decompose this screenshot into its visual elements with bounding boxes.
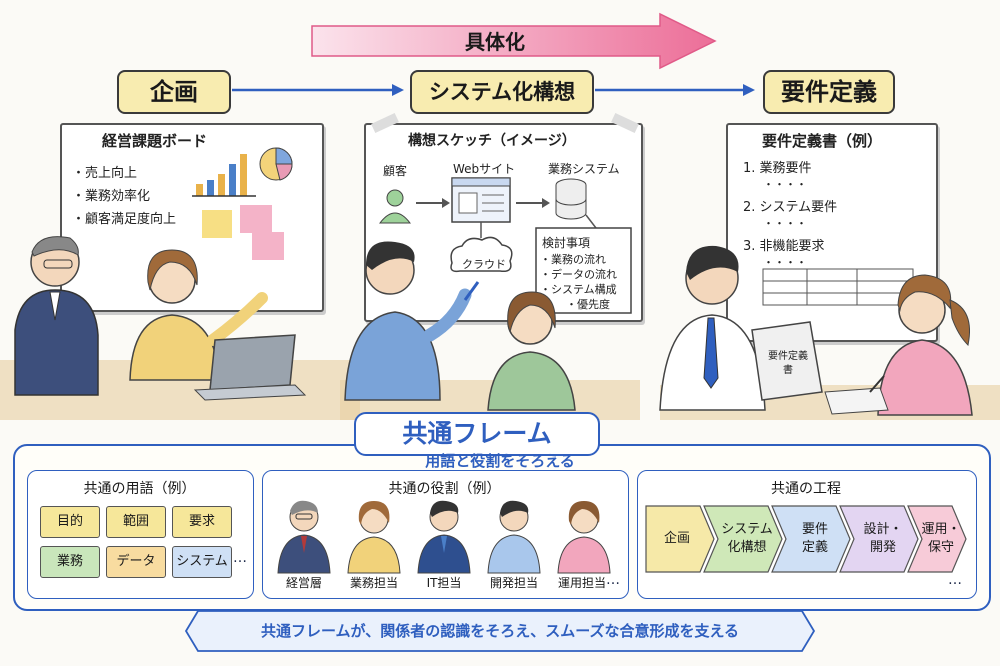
stage-system-concept: システム化構想 (410, 70, 594, 114)
roles-panel-title: 共通の役割（例） (388, 481, 501, 497)
board1-bullet-1: ・売上向上 (72, 166, 138, 181)
board2-title: 構想スケッチ（イメージ） (408, 133, 576, 149)
cloud-label: クラウド (462, 258, 506, 271)
common-frame-subtitle: 用語と役割をそろえる (425, 452, 575, 470)
stage-arrows (232, 84, 755, 96)
process-panel-title: 共通の工程 (771, 481, 841, 497)
review-item-1: ・業務の流れ (540, 253, 606, 266)
bar-chart-sketch (192, 154, 256, 197)
terms-more: … (233, 550, 247, 566)
req-item-3: 3. 非機能要求 (743, 239, 825, 254)
board3-title: 要件定義書（例） (762, 132, 883, 150)
process-more: … (948, 572, 962, 588)
review-item-2: ・データの流れ (540, 268, 617, 281)
role-it: IT担当 (426, 576, 462, 590)
stage-planning: 企画 (117, 70, 231, 114)
review-item-3: ・システム構成 (540, 283, 617, 296)
process-step-planning: 企画 (663, 531, 690, 546)
board1-bullet-2: ・業務効率化 (72, 189, 151, 204)
req-item-2: 2. システム要件 (743, 200, 838, 215)
held-doc-label: 要件定義書 (768, 351, 808, 376)
req-item-3-dots: ・・・・ (763, 256, 807, 269)
concretization-label: 具体化 (465, 30, 525, 54)
stage-requirements: 要件定義 (763, 70, 895, 114)
review-title: 検討事項 (542, 236, 591, 250)
board1-title: 経営課題ボード (102, 132, 208, 150)
concept-sketch-drawing (378, 177, 632, 314)
role-ops: 運用担当 (557, 576, 606, 590)
roles-more: … (606, 572, 620, 588)
terms-panel-title: 共通の用語（例） (83, 481, 196, 497)
process-step-concept: システム 化構想 (721, 522, 773, 555)
term-system: システム (172, 546, 232, 578)
review-item-4: ・優先度 (566, 298, 610, 311)
web-label: Webサイト (453, 162, 516, 176)
process-step-operation: 運用・ 保守 (921, 522, 961, 555)
board1-bullet-3: ・顧客満足度向上 (72, 212, 177, 227)
term-business: 業務 (40, 546, 100, 578)
term-data: データ (106, 546, 166, 578)
req-item-1-dots: ・・・・ (763, 178, 807, 191)
term-scope: 範囲 (106, 506, 166, 538)
common-frame-title: 共通フレーム (354, 412, 600, 456)
customer-label: 顧客 (383, 164, 408, 178)
footer-banner-shape (184, 610, 816, 652)
meeting-scene-illustration (0, 236, 1000, 420)
footer-message: 共通フレームが、関係者の認識をそろえ、スムーズな合意形成を支える (260, 622, 740, 640)
system-label: 業務システム (548, 162, 620, 176)
sticky-note-pink-1 (240, 205, 272, 233)
sticky-note-pink-2 (252, 232, 284, 260)
sticky-note-yellow (202, 210, 232, 238)
role-dev: 開発担当 (489, 576, 538, 590)
roles-panel (262, 470, 629, 599)
process-step-requirements: 要件 定義 (801, 522, 828, 555)
term-request: 要求 (172, 506, 232, 538)
role-executive: 経営層 (285, 576, 322, 590)
pie-chart-sketch (259, 147, 293, 181)
role-business: 業務担当 (349, 576, 398, 590)
process-step-design: 設計・ 開発 (863, 522, 903, 555)
req-item-1: 1. 業務要件 (743, 161, 812, 176)
concretization-arrow (311, 12, 717, 70)
req-item-2-dots: ・・・・ (763, 217, 807, 230)
term-purpose: 目的 (40, 506, 100, 538)
process-chevrons (645, 505, 967, 573)
role-avatars (277, 500, 611, 574)
